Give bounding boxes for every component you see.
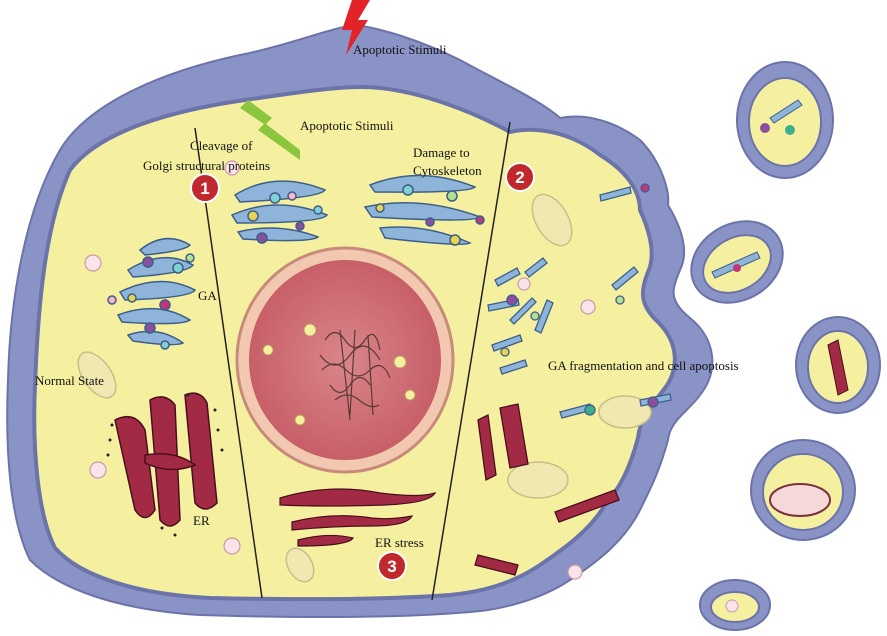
vesicles [84,160,596,580]
lightning-bolt-green-icon [240,100,300,160]
label-cleavage-line2: Golgi structural proteins [143,158,270,173]
label-normal-state: Normal State [35,373,104,388]
label-ga: GA [198,288,217,303]
apoptotic-body-2 [690,220,784,304]
golgi-normal [107,237,197,350]
divider-right [431,121,511,601]
er-stressed [279,488,437,547]
label-er: ER [193,513,210,528]
apoptotic-body-1 [736,61,834,179]
er-dots [106,393,224,537]
er-normal [114,392,218,527]
divider-left [194,127,263,599]
label-stimuli-top: Apoptotic Stimuli [353,42,447,57]
lightning-bolt-red-icon [342,0,370,55]
golgi-fragmented [487,183,672,419]
er-fragmented [474,403,620,576]
badge-2: 2 [505,162,535,192]
mitochondria [77,193,652,583]
golgi-damaged [363,174,485,246]
label-er-stress: ER stress [375,535,424,550]
badge-1: 1 [190,173,220,203]
badge-3: 3 [377,551,407,581]
svg-text:3: 3 [387,557,396,576]
apoptotic-body-4 [750,439,856,541]
nucleus [235,246,455,474]
label-stimuli-inner: Apoptotic Stimuli [300,118,394,133]
label-damage-line1: Damage to [413,145,470,160]
label-cleavage-line1: Cleavage of [190,138,253,153]
label-ga-fragmentation: GA fragmentation and cell apoptosis [548,358,739,373]
label-damage-line2: Cytoskeleton [413,163,482,178]
apoptotic-body-3 [795,316,881,414]
chromatin [319,329,391,421]
svg-text:1: 1 [200,179,209,198]
svg-text:2: 2 [515,168,524,187]
golgi-cleaved [230,180,329,244]
apoptotic-body-5 [699,579,771,631]
